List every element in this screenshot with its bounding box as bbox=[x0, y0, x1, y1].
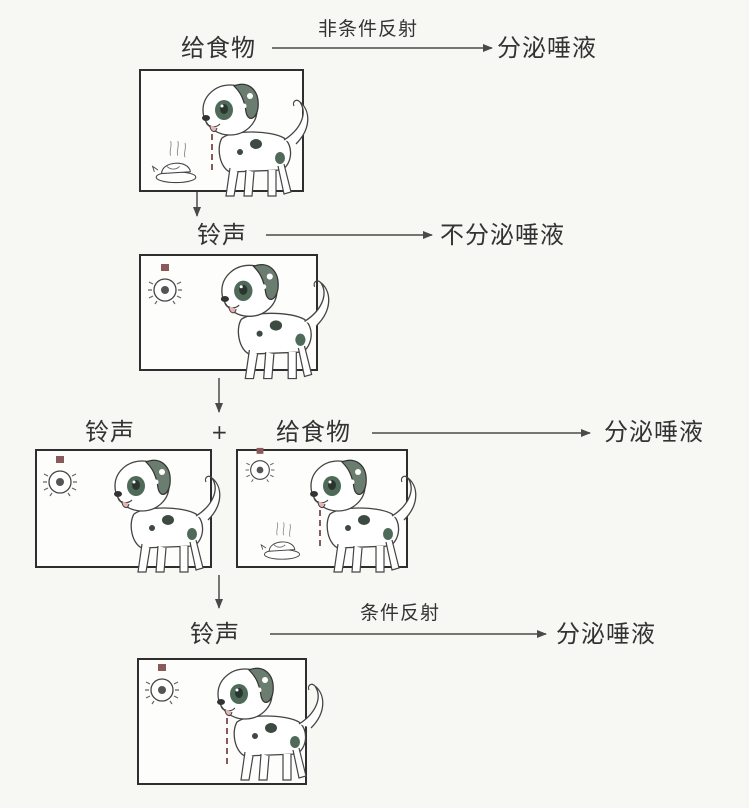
panel-stage-1 bbox=[140, 70, 308, 196]
panel-stage-2 bbox=[140, 255, 329, 379]
result-label: 分泌唾液 bbox=[556, 622, 656, 646]
result-label: 分泌唾液 bbox=[604, 420, 704, 444]
reflex-type-label: 条件反射 bbox=[360, 604, 440, 623]
stimulus-bell-label: 铃声 bbox=[197, 223, 247, 247]
result-label: 不分泌唾液 bbox=[440, 223, 565, 247]
panel-stage-3b bbox=[237, 448, 416, 572]
panel-stage-3a bbox=[36, 450, 220, 572]
result-label: 分泌唾液 bbox=[497, 36, 597, 60]
plus-sign: + bbox=[211, 422, 228, 442]
reflex-type-label: 非条件反射 bbox=[318, 20, 418, 39]
panel-stage-4 bbox=[138, 659, 323, 784]
stimulus-food-label: 给食物 bbox=[276, 420, 351, 444]
stimulus-food-label: 给食物 bbox=[181, 36, 256, 60]
stimulus-bell-label: 铃声 bbox=[85, 420, 135, 444]
stimulus-bell-label: 铃声 bbox=[190, 622, 240, 646]
